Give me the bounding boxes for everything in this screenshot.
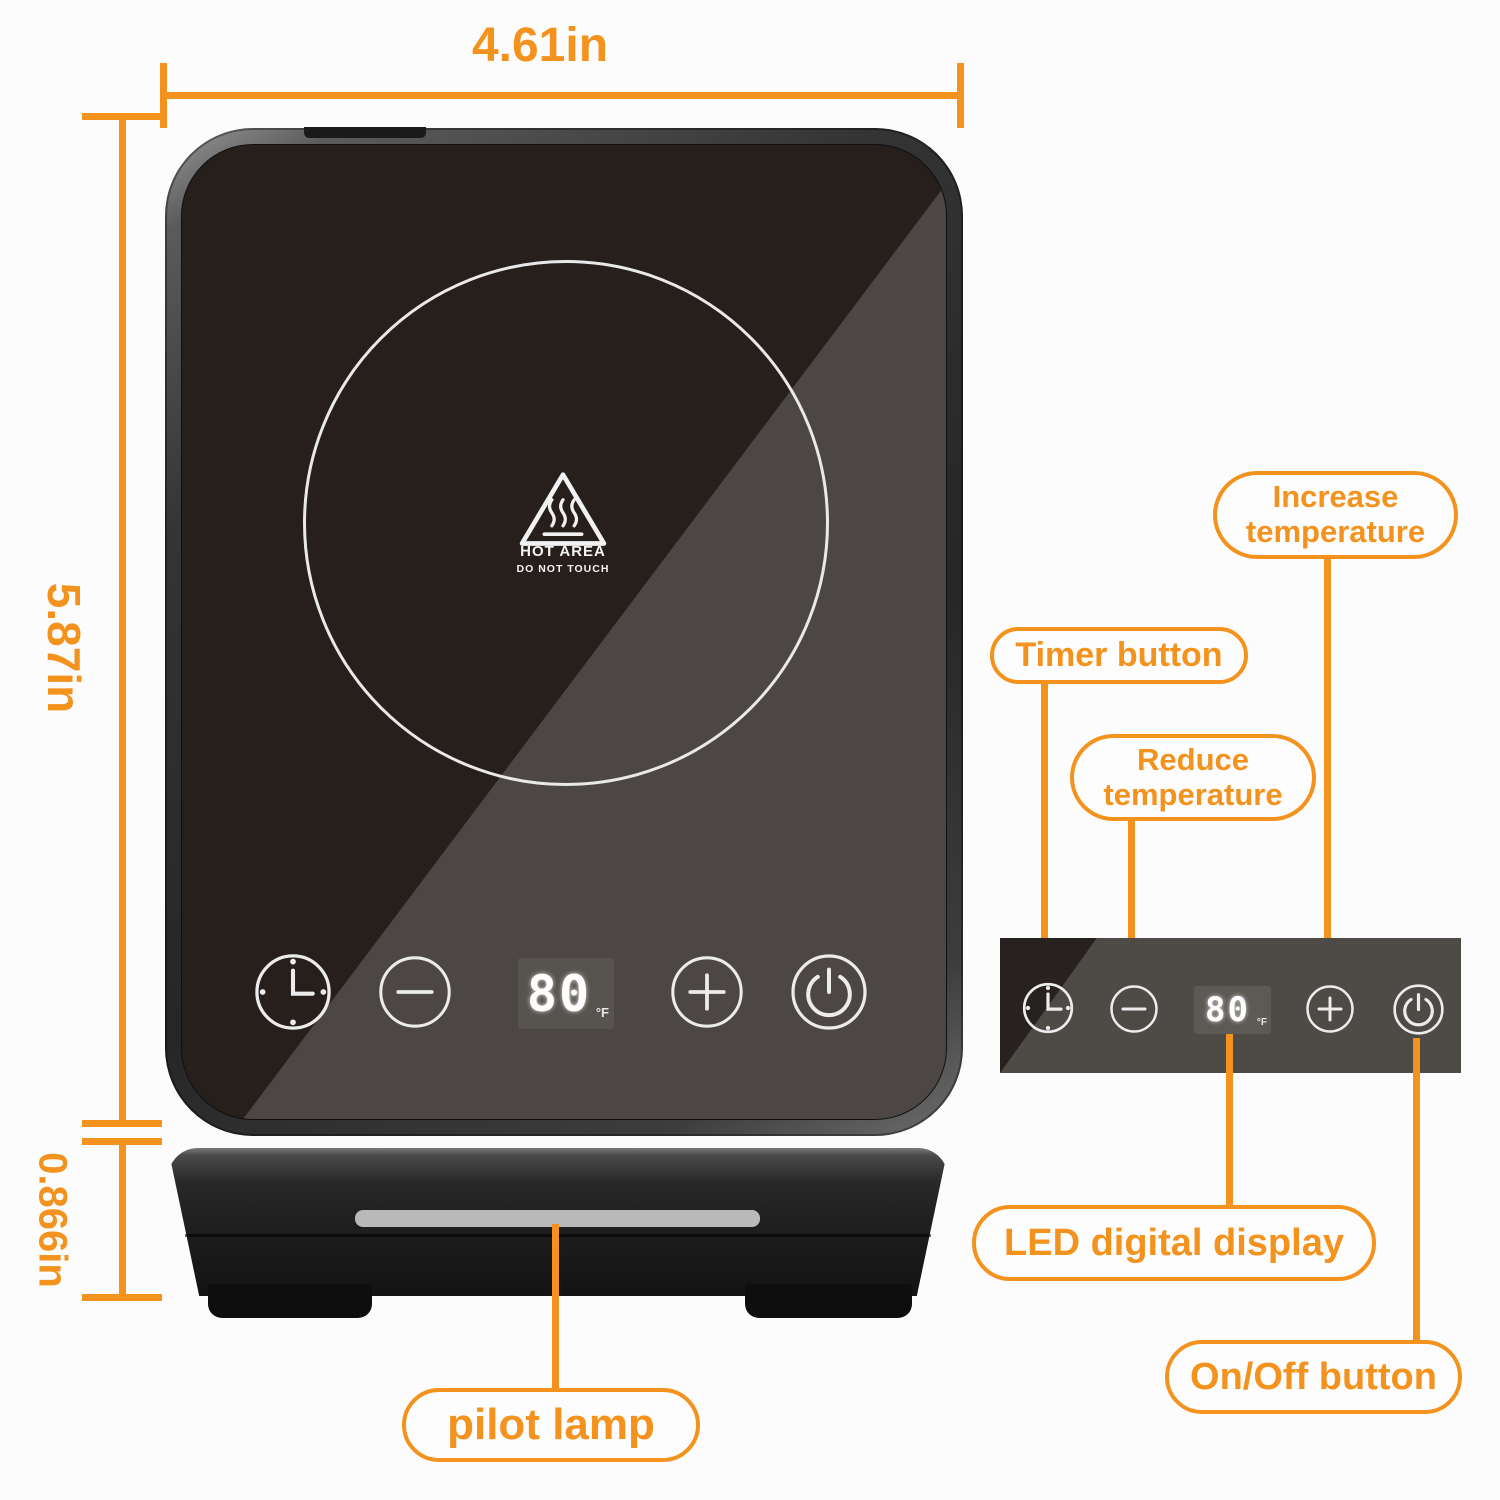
- led-display-unit: °F: [595, 1005, 609, 1020]
- width-dimension-line: [163, 92, 963, 99]
- width-dimension-cap-left: [160, 63, 167, 128]
- reduce-leader-line: [1128, 821, 1135, 988]
- base-height-dimension-line: [119, 1141, 126, 1298]
- onoff-leader-line: [1413, 1038, 1420, 1340]
- hot-area-icon: [519, 472, 607, 546]
- hot-area-warning-line1: HOT AREA: [520, 543, 606, 560]
- width-dimension-label: 4.61in: [471, 19, 609, 72]
- base-height-dimension-cap-bottom: [82, 1294, 162, 1301]
- led-display-value: 80: [526, 964, 592, 1023]
- callout-pilot-lamp: pilot lamp: [402, 1388, 700, 1462]
- led-display: 80 °F: [518, 958, 614, 1029]
- callout-increase-temperature: Increase temperature: [1213, 471, 1458, 559]
- led-display-unit: °F: [1256, 1017, 1267, 1028]
- power-icon: [791, 954, 867, 1030]
- timer-icon: [255, 954, 331, 1030]
- callout-onoff-button: On/Off button: [1165, 1340, 1462, 1414]
- minus-icon: [379, 956, 451, 1028]
- mug-warmer-top-view: HOT AREA DO NOT TOUCH 80 °F: [165, 127, 963, 1136]
- led-display-value: 80: [1205, 990, 1250, 1030]
- pilot-lamp-strip: [355, 1210, 760, 1227]
- base-height-dimension-cap-top: [82, 1138, 162, 1145]
- callout-timer-button: Timer button: [990, 627, 1248, 684]
- minus-icon: [1110, 985, 1158, 1033]
- height-dimension-cap-bottom: [82, 1120, 162, 1127]
- top-edge-notch: [304, 127, 426, 138]
- led-display-leader-line: [1226, 1034, 1233, 1205]
- height-dimension-cap-top: [82, 113, 162, 120]
- hot-area-warning-line2: DO NOT TOUCH: [516, 563, 610, 575]
- control-panel-strip: 80 °F: [1000, 938, 1461, 1073]
- plus-icon: [1306, 985, 1354, 1033]
- pilot-lamp-leader-line: [552, 1224, 559, 1388]
- glass-surface: HOT AREA DO NOT TOUCH 80 °F: [181, 144, 947, 1120]
- height-dimension-line: [119, 115, 126, 1127]
- base-foot-right: [745, 1284, 912, 1318]
- hot-area-warning-text: HOT AREA DO NOT TOUCH: [463, 543, 663, 575]
- increase-leader-line: [1324, 559, 1331, 986]
- callout-led-digital-display: LED digital display: [972, 1205, 1376, 1281]
- callout-reduce-temperature: Reduce temperature: [1070, 734, 1316, 821]
- heating-area-ring: [303, 260, 829, 786]
- timer-leader-line: [1041, 684, 1048, 985]
- base-foot-left: [208, 1284, 372, 1318]
- timer-icon: [1022, 982, 1074, 1034]
- plus-icon: [671, 956, 743, 1028]
- led-display: 80 °F: [1194, 986, 1271, 1034]
- width-dimension-cap-right: [957, 63, 964, 128]
- power-icon: [1393, 984, 1444, 1035]
